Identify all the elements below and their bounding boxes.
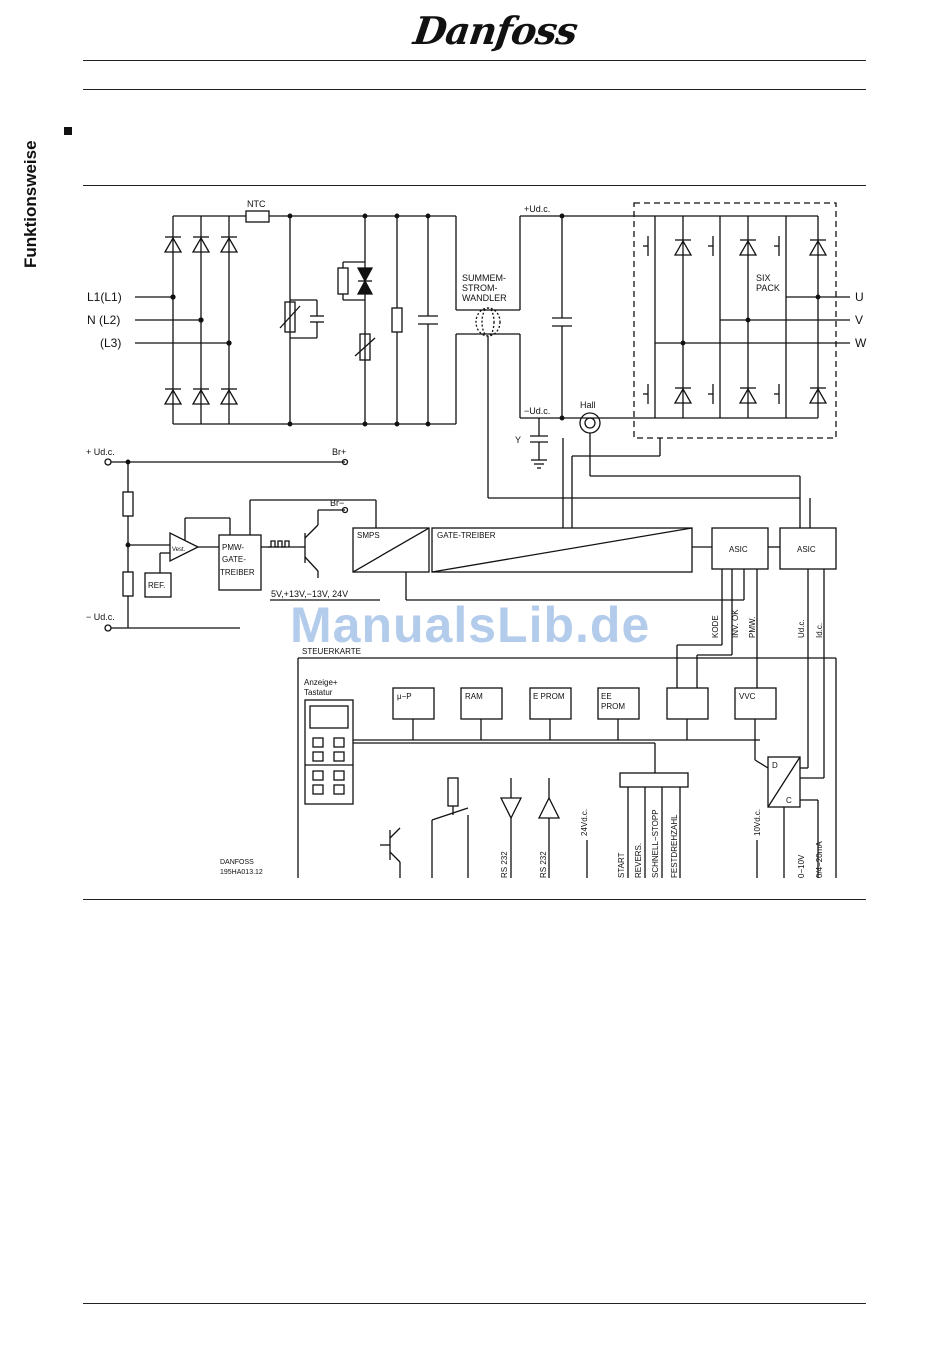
input-l1: L1(L1) — [87, 290, 122, 304]
svg-text:PMW-: PMW- — [222, 543, 244, 552]
summen-stromwandler: SUMMEM- STROM- WANDLER — [455, 216, 800, 499]
svg-text:SCHNELL−STOPP: SCHNELL−STOPP — [651, 809, 660, 878]
svg-text:10Vd.c.: 10Vd.c. — [753, 809, 762, 836]
svg-text:0/4−20mA: 0/4−20mA — [815, 841, 824, 878]
svg-text:Y: Y — [515, 435, 521, 445]
rs232-rx-icon — [537, 796, 561, 819]
gate-treiber-block — [431, 527, 693, 573]
input-l2: N (L2) — [87, 313, 120, 327]
svg-text:SUMMEM-: SUMMEM- — [462, 273, 506, 283]
ntc-label: NTC — [247, 199, 266, 209]
output-v: V — [855, 313, 863, 327]
svg-text:ASIC: ASIC — [729, 545, 748, 554]
svg-text:RS 232: RS 232 — [539, 851, 548, 878]
asic-block-1 — [711, 527, 769, 570]
svg-text:RS 232: RS 232 — [500, 851, 509, 878]
svg-text:−Ud.c.: −Ud.c. — [524, 406, 550, 416]
svg-text:μ−P: μ−P — [397, 692, 412, 701]
pulse-icon — [268, 540, 290, 548]
output-u: U — [855, 290, 864, 304]
svg-text:Ud.c.: Ud.c. — [797, 619, 806, 638]
svg-text:WANDLER: WANDLER — [462, 293, 507, 303]
svg-text:REF.: REF. — [148, 581, 165, 590]
svg-text:Id.c.: Id.c. — [815, 623, 824, 638]
input-l3: (L3) — [100, 336, 121, 350]
brake-section: + Ud.c. − Ud.c. Br+ Vest. REF. PMW- GATE… — [86, 447, 837, 632]
svg-text:TREIBER: TREIBER — [220, 568, 255, 577]
svg-text:GATE-: GATE- — [222, 555, 246, 564]
watermark: ManualsLib.de — [290, 597, 651, 653]
svg-text:REVERS.: REVERS. — [634, 843, 643, 878]
svg-text:Tastatur: Tastatur — [304, 688, 333, 697]
control-card: STEUERKARTE KODE INV. OK PMW. Ud.c. Id.c… — [220, 569, 837, 878]
svg-text:RAM: RAM — [465, 692, 483, 701]
svg-text:SIX: SIX — [756, 273, 771, 283]
footer-rule — [83, 1303, 866, 1304]
svg-text:24Vd.c.: 24Vd.c. — [580, 809, 589, 836]
svg-text:VVC: VVC — [739, 692, 756, 701]
svg-text:Br+: Br+ — [332, 447, 346, 457]
diode-icon — [191, 388, 211, 405]
six-pack-inverter: SIX PACK U V W — [562, 202, 867, 528]
diode-icon — [191, 236, 211, 253]
header-rule-bottom — [83, 89, 866, 90]
diode-icon — [163, 236, 183, 253]
svg-text:FESTDREHZAHL: FESTDREHZAHL — [670, 814, 679, 878]
svg-text:START: START — [617, 852, 626, 878]
svg-text:D: D — [772, 761, 778, 770]
svg-text:Anzeige+: Anzeige+ — [304, 678, 338, 687]
svg-text:Vest.: Vest. — [172, 547, 186, 553]
hall-label: Hall — [580, 400, 596, 410]
svg-text:STROM-: STROM- — [462, 283, 498, 293]
output-w: W — [855, 336, 867, 350]
svg-text:+Ud.c.: +Ud.c. — [524, 204, 550, 214]
svg-text:PMW.: PMW. — [748, 617, 757, 638]
smps-block — [352, 527, 430, 573]
svg-text:INV. OK: INV. OK — [731, 609, 740, 638]
header-rule-top — [83, 60, 866, 61]
diode-icon — [219, 388, 239, 405]
figure-rule-bottom — [83, 899, 866, 900]
rs232-tx-icon — [499, 797, 523, 820]
varistor-filter — [279, 213, 438, 427]
dc-link: +Ud.c. −Ud.c. Y Hall — [515, 204, 800, 477]
diode-icon — [219, 236, 239, 253]
keypad-icon — [304, 699, 354, 805]
svg-text:5V,+13V,−13V, 24V: 5V,+13V,−13V, 24V — [271, 589, 348, 599]
svg-text:EE: EE — [601, 692, 612, 701]
svg-text:GATE-TREIBER: GATE-TREIBER — [437, 531, 496, 540]
svg-text:− Ud.c.: − Ud.c. — [86, 612, 115, 622]
svg-text:PROM: PROM — [601, 702, 625, 711]
relay-icon — [447, 777, 459, 807]
bullet-icon — [64, 127, 72, 135]
svg-text:E PROM: E PROM — [533, 692, 565, 701]
svg-text:0−10V: 0−10V — [797, 854, 806, 878]
svg-text:DANFOSS: DANFOSS — [220, 859, 254, 866]
svg-text:KODE: KODE — [711, 615, 720, 638]
svg-text:+ Ud.c.: + Ud.c. — [86, 447, 115, 457]
svg-text:C: C — [786, 796, 792, 805]
svg-text:PACK: PACK — [756, 283, 780, 293]
diode-icon — [163, 388, 183, 405]
svg-text:Br−: Br− — [330, 498, 344, 508]
ntc-resistor — [245, 210, 270, 223]
figure-rule-top — [83, 185, 866, 186]
svg-text:ASIC: ASIC — [797, 545, 816, 554]
svg-text:SMPS: SMPS — [357, 531, 380, 540]
svg-text:STEUERKARTE: STEUERKARTE — [302, 647, 361, 656]
rectifier: NTC L1(L1) N (L2) (L3) — [87, 199, 456, 425]
svg-text:195HA013.12: 195HA013.12 — [220, 869, 263, 876]
